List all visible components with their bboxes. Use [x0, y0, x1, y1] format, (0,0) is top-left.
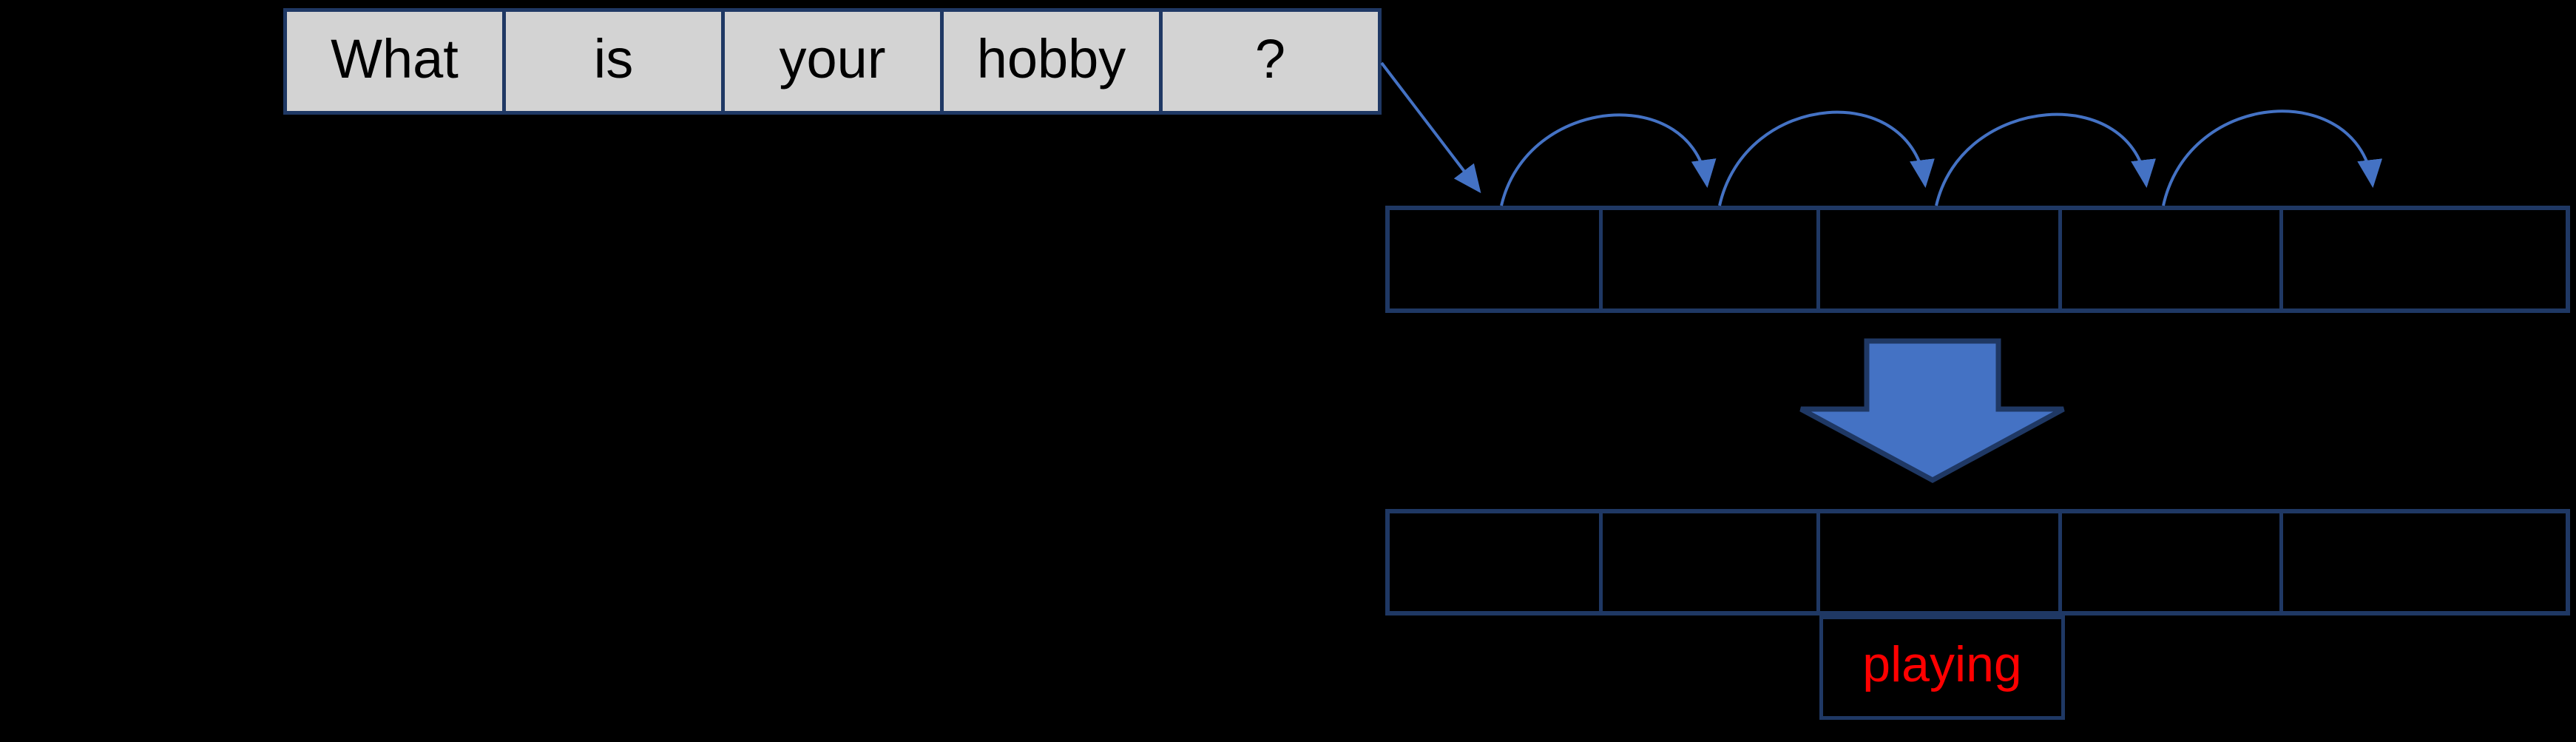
arc-hop-arrow-icon — [1935, 112, 2156, 206]
state-cell — [2062, 210, 2284, 308]
output-word-label: playing — [1862, 635, 2022, 692]
state-cell — [2283, 210, 2566, 308]
state-cell — [2283, 513, 2566, 611]
state-row-top — [1385, 206, 2570, 313]
arc-hop-arrow-icon — [1500, 113, 1717, 206]
sentence-word-cell: ? — [1254, 28, 1286, 90]
sentence-word-cell: hobby — [944, 12, 1163, 111]
sentence-word-cell: is — [506, 12, 725, 111]
state-cell — [1390, 210, 1603, 308]
state-cell — [1820, 513, 2063, 611]
sentence-word-cell: your — [725, 12, 944, 111]
diagonal-line-arrow-icon — [1380, 61, 1481, 194]
state-cell — [1603, 513, 1820, 611]
block-down-arrow-icon — [1799, 338, 2065, 483]
state-row-bottom — [1385, 509, 2570, 615]
state-cell — [2062, 513, 2284, 611]
state-cell — [1820, 210, 2063, 308]
sentence-word-cell: What — [287, 12, 506, 111]
state-cell — [1390, 513, 1603, 611]
output-word-box: playing — [1819, 615, 2065, 720]
state-cell — [1603, 210, 1820, 308]
arc-hop-arrow-icon — [1718, 110, 1935, 206]
arc-hop-arrow-icon — [2162, 109, 2383, 206]
